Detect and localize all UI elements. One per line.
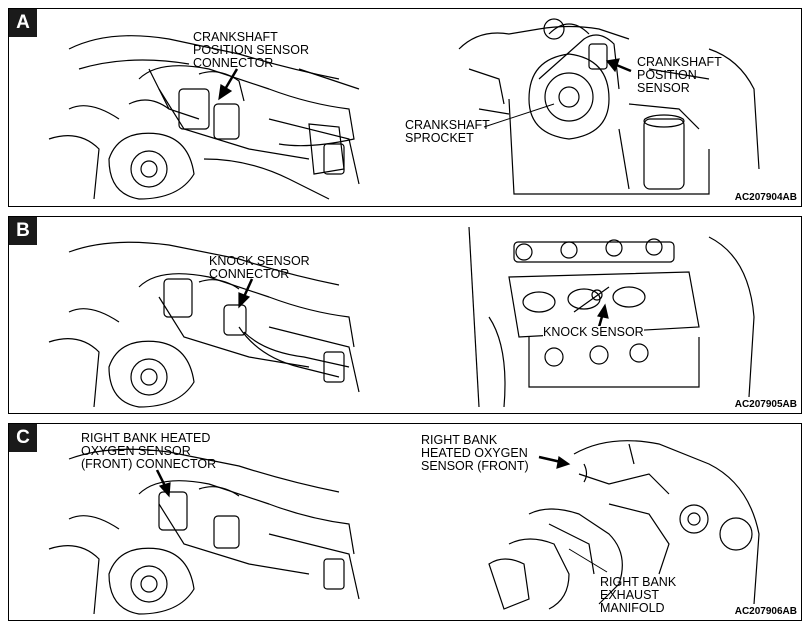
- label-line: (FRONT) CONNECTOR: [81, 457, 217, 471]
- label-line: SENSOR (FRONT): [421, 459, 529, 473]
- label-line: KNOCK SENSOR: [209, 254, 310, 268]
- panel-c-figure-code: AC207906AB: [734, 606, 797, 617]
- label-line: SPROCKET: [405, 131, 474, 145]
- label-line: KNOCK SENSOR: [543, 325, 644, 339]
- label-line: RIGHT BANK: [421, 433, 498, 447]
- engine-bay-left-drawing: [48, 448, 360, 615]
- panel-c-illustration: [48, 440, 760, 615]
- label-line: MANIFOLD: [600, 601, 665, 615]
- panel-b: B KNOCK SENSOR CONNECTOR KNOCK SENSOR AC…: [8, 216, 802, 414]
- knock-sensor-connector-label: KNOCK SENSOR CONNECTOR: [209, 255, 310, 281]
- panel-b-illustration: [48, 226, 755, 408]
- panel-b-letter: B: [9, 217, 37, 245]
- label-line: HEATED OXYGEN: [421, 446, 528, 460]
- right-bank-ho2s-label: RIGHT BANK HEATED OXYGEN SENSOR (FRONT): [421, 434, 529, 473]
- exhaust-manifold-drawing: [488, 440, 760, 610]
- label-line: CRANKSHAFT: [405, 118, 490, 132]
- panel-c: C RIGHT BANK HEATED OXYGEN SENSOR (FRONT…: [8, 423, 802, 621]
- knock-sensor-label: KNOCK SENSOR: [543, 326, 644, 339]
- label-line: RIGHT BANK: [600, 575, 677, 589]
- panel-c-letter: C: [9, 424, 37, 452]
- panel-a: A CRANKSHAFT POSITION SENSOR CONNECTOR C…: [8, 8, 802, 207]
- label-line: EXHAUST: [600, 588, 660, 602]
- cylinder-heads-drawing: [468, 226, 755, 408]
- panel-a-illustration: [48, 18, 760, 200]
- label-line: CONNECTOR: [193, 56, 274, 70]
- label-line: CONNECTOR: [209, 267, 290, 281]
- right-bank-ho2s-connector-label: RIGHT BANK HEATED OXYGEN SENSOR (FRONT) …: [81, 432, 216, 471]
- label-line: CRANKSHAFT: [193, 30, 278, 44]
- label-line: CRANKSHAFT: [637, 55, 722, 69]
- label-line: RIGHT BANK HEATED: [81, 431, 211, 445]
- label-line: POSITION SENSOR: [193, 43, 309, 57]
- label-line: OXYGEN SENSOR: [81, 444, 191, 458]
- right-bank-exhaust-manifold-label: RIGHT BANK EXHAUST MANIFOLD: [600, 576, 676, 615]
- panel-a-letter: A: [9, 9, 37, 37]
- crankshaft-sprocket-label: CRANKSHAFT SPROCKET: [405, 119, 490, 145]
- crankshaft-position-sensor-connector-label: CRANKSHAFT POSITION SENSOR CONNECTOR: [193, 31, 309, 70]
- panel-b-figure-code: AC207905AB: [734, 399, 797, 410]
- panel-a-figure-code: AC207904AB: [734, 192, 797, 203]
- crankshaft-position-sensor-label: CRANKSHAFT POSITION SENSOR: [637, 56, 722, 95]
- label-line: SENSOR: [637, 81, 690, 95]
- timing-belt-drawing: [458, 18, 760, 195]
- engine-bay-left-drawing: [48, 241, 360, 408]
- engine-bay-left-drawing: [48, 35, 360, 200]
- label-line: POSITION: [637, 68, 697, 82]
